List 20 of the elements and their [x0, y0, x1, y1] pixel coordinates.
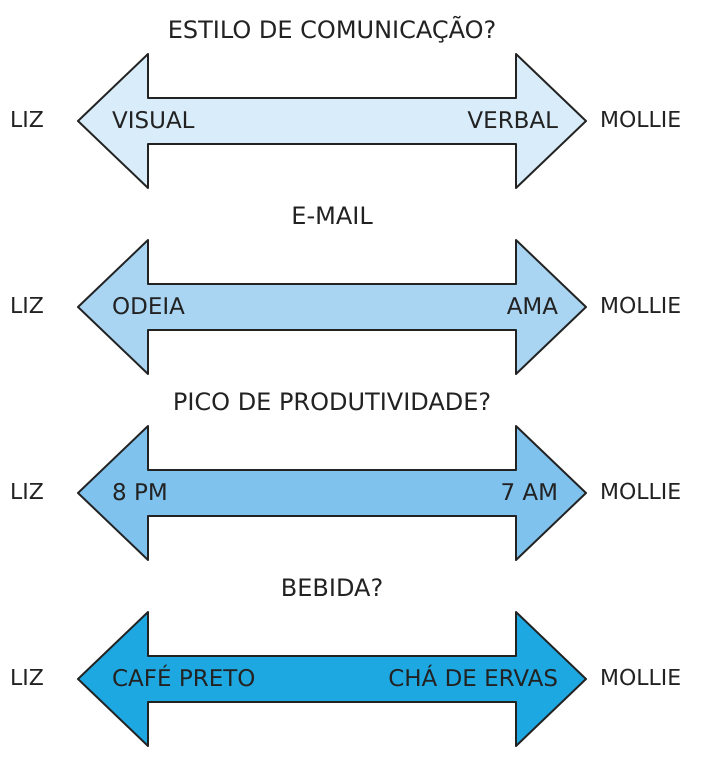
scale-heading: E-MAIL — [290, 201, 374, 232]
left-label: CAFÉ PRETO — [112, 664, 256, 694]
left-label: VISUAL — [112, 107, 194, 136]
person-name: MOLLIE — [600, 107, 682, 135]
scale-heading: BEBIDA? — [280, 573, 384, 604]
scale-heading: PICO DE PRODUTIVIDADE? — [172, 387, 492, 418]
person-name: LIZ — [10, 293, 44, 321]
person-name: LIZ — [10, 665, 44, 693]
scale-heading: ESTILO DE COMUNICAÇÃO? — [166, 14, 498, 46]
person-name: LIZ — [10, 479, 44, 507]
left-label: 8 PM — [112, 479, 168, 508]
person-name: LIZ — [10, 107, 44, 135]
right-label: 7 AM — [500, 479, 558, 508]
right-label: CHÁ DE ERVAS — [388, 664, 558, 694]
left-label: ODEIA — [112, 293, 185, 322]
right-label: AMA — [506, 293, 558, 322]
person-name: MOLLIE — [600, 293, 682, 321]
person-name: MOLLIE — [600, 479, 682, 507]
right-label: VERBAL — [467, 107, 558, 136]
person-name: MOLLIE — [600, 665, 682, 693]
